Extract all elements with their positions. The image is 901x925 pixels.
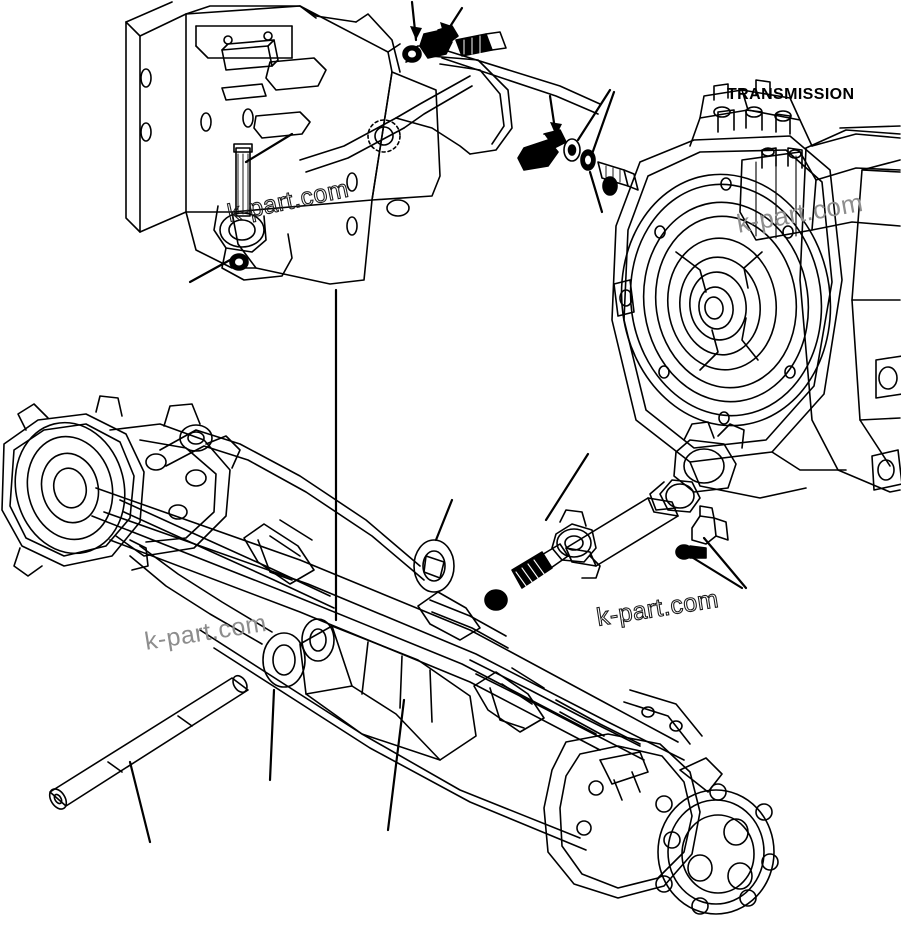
leader-lines [128, 0, 748, 844]
drive-shaft-graphic [484, 479, 701, 611]
hydraulic-tube-routing [299, 45, 601, 173]
right-wheel-hub-planetary-graphic [543, 689, 779, 915]
frame-mount-nut-graphic [229, 253, 249, 271]
chassis-frame-bracket-graphic [125, 1, 441, 285]
hydraulic-elbow-fitting-lower-graphic [517, 129, 639, 196]
transmission-label: TRANSMISSION [727, 86, 855, 103]
drive-shaft-guard-bracket-graphic [691, 505, 729, 545]
left-wheel-hub-knuckle-graphic [1, 395, 273, 645]
spacer-washer-ring-graphic [413, 539, 455, 593]
guard-bracket-bolt-graphic [675, 544, 707, 560]
transmission-assembly-graphic [611, 79, 901, 511]
axle-pivot-pin-graphic [48, 674, 249, 810]
frame-mount-bolt-graphic [233, 143, 253, 217]
leader-arrowheads [410, 22, 562, 136]
front-axle-housing-graphic [91, 424, 685, 851]
